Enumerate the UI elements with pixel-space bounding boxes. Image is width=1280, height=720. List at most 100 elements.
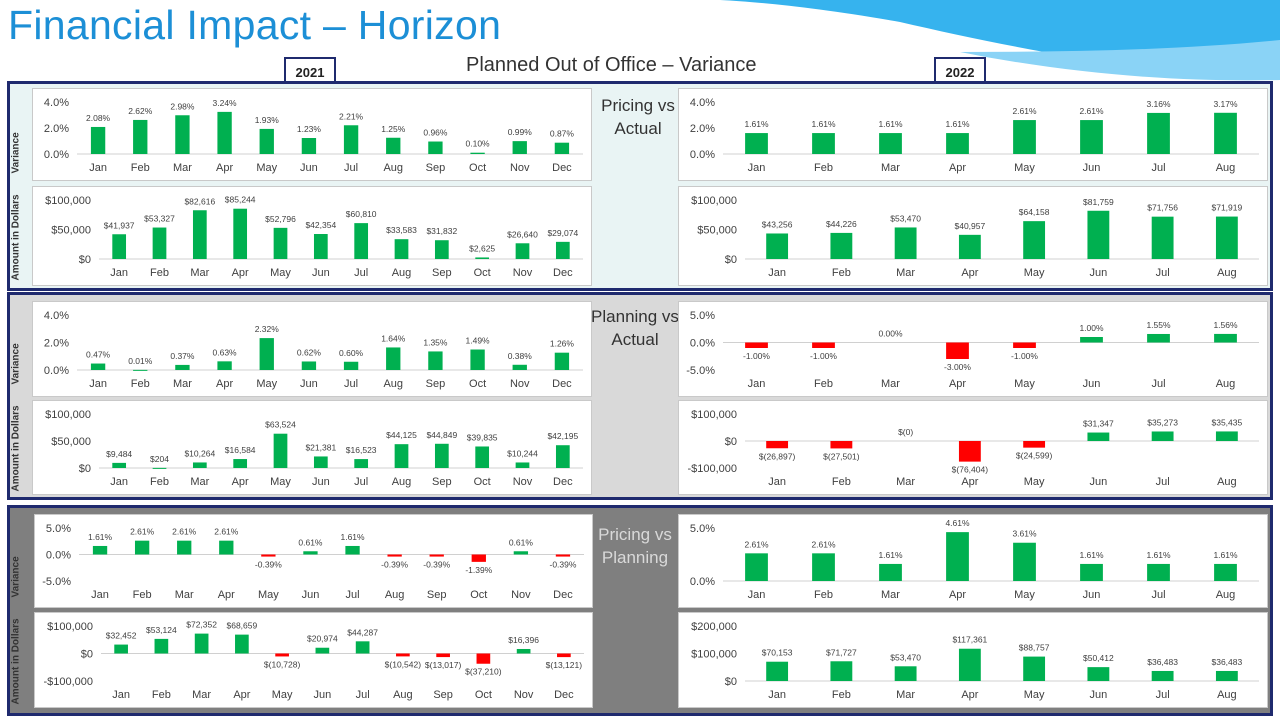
bar [303, 551, 318, 555]
data-label: $71,727 [826, 647, 857, 657]
bar [1023, 221, 1046, 259]
data-label: 2.61% [1079, 106, 1104, 116]
x-tick-label: Feb [131, 162, 150, 174]
bar [428, 141, 443, 154]
x-tick-label: Apr [961, 476, 978, 488]
y-tick-label: $200,000 [691, 621, 737, 633]
data-label: 3.24% [213, 98, 238, 108]
bar [894, 227, 917, 259]
x-tick-label: Mar [881, 589, 900, 601]
amount-axis-label: Amount in Dollars [10, 194, 22, 281]
data-label: $33,583 [386, 225, 417, 235]
x-tick-label: Oct [474, 267, 491, 279]
x-tick-label: Jun [1090, 689, 1108, 701]
x-tick-label: Feb [814, 589, 833, 601]
bar [1214, 112, 1237, 154]
data-label: $68,659 [227, 621, 258, 631]
bar [830, 232, 853, 259]
data-label: 1.61% [945, 119, 970, 129]
chart-svg: $100,000$0-$100,000$(26,897)Jan$(27,501)… [687, 409, 1259, 488]
data-label: 1.61% [1146, 550, 1171, 560]
x-tick-label: May [1024, 476, 1045, 488]
x-tick-label: Jun [300, 162, 318, 174]
x-tick-label: Apr [949, 378, 966, 390]
y-tick-label: -$100,000 [687, 463, 737, 475]
data-label: $70,153 [762, 648, 793, 658]
data-label: $35,273 [1147, 417, 1178, 427]
x-tick-label: Nov [510, 162, 530, 174]
bar [177, 540, 192, 555]
data-label: 3.17% [1213, 99, 1238, 109]
data-label: $44,125 [386, 430, 417, 440]
year-tab-2021: 2021 [284, 57, 336, 83]
y-tick-label: 2.0% [690, 123, 715, 135]
bar [217, 111, 232, 154]
bar [133, 119, 148, 154]
bar [1087, 667, 1110, 681]
x-tick-label: Mar [190, 267, 209, 279]
data-label: $53,327 [144, 214, 175, 224]
x-tick-label: Apr [218, 589, 235, 601]
x-tick-label: Feb [832, 476, 851, 488]
data-label: 1.61% [878, 550, 903, 560]
x-tick-label: Apr [216, 378, 233, 390]
x-tick-label: Aug [1217, 476, 1237, 488]
x-tick-label: Jun [314, 689, 332, 701]
bar [134, 540, 150, 555]
x-tick-label: Jul [1151, 378, 1165, 390]
data-label: 3.61% [1012, 529, 1037, 539]
bar [879, 563, 902, 581]
x-tick-label: Aug [1216, 162, 1236, 174]
y-tick-label: $50,000 [697, 225, 737, 237]
x-tick-label: Jul [1156, 689, 1170, 701]
bar [192, 210, 207, 259]
bar [1013, 342, 1036, 348]
bar [386, 137, 401, 154]
bar [946, 342, 969, 359]
bar [830, 441, 853, 449]
bar [1147, 333, 1170, 343]
data-label: $85,244 [225, 195, 256, 205]
data-label: $31,832 [426, 226, 457, 236]
x-tick-label: Aug [1216, 589, 1236, 601]
x-tick-label: Apr [961, 267, 978, 279]
x-tick-label: May [272, 689, 293, 701]
bar [879, 133, 902, 154]
data-label: 2.08% [86, 113, 111, 123]
bar [958, 441, 981, 462]
x-tick-label: May [258, 589, 279, 601]
x-tick-label: Feb [150, 476, 169, 488]
bar [745, 342, 768, 348]
data-label: 1.26% [550, 339, 575, 349]
data-label: 0.63% [213, 347, 238, 357]
x-tick-label: Sep [426, 378, 446, 390]
data-label: $44,226 [826, 219, 857, 229]
x-tick-label: Aug [392, 476, 412, 488]
data-label: 2.61% [1012, 106, 1037, 116]
amount-axis-label: Amount in Dollars [10, 618, 22, 705]
y-tick-label: $0 [81, 649, 93, 661]
x-tick-label: May [270, 476, 291, 488]
bar [476, 653, 491, 664]
bar [354, 459, 369, 468]
bar [259, 338, 274, 370]
data-label: 1.61% [1079, 550, 1104, 560]
y-tick-label: -5.0% [42, 576, 71, 588]
y-tick-label: 2.0% [44, 123, 69, 135]
bar [154, 638, 169, 654]
bar [555, 241, 570, 259]
data-label: -0.39% [381, 560, 408, 570]
data-label: 1.61% [88, 532, 113, 542]
x-tick-label: Mar [173, 162, 192, 174]
bar [194, 633, 209, 654]
data-label: $43,256 [762, 219, 793, 229]
x-tick-label: Nov [514, 689, 534, 701]
x-tick-label: Feb [131, 378, 150, 390]
data-label: $9,484 [106, 449, 132, 459]
x-tick-label: Nov [511, 589, 531, 601]
